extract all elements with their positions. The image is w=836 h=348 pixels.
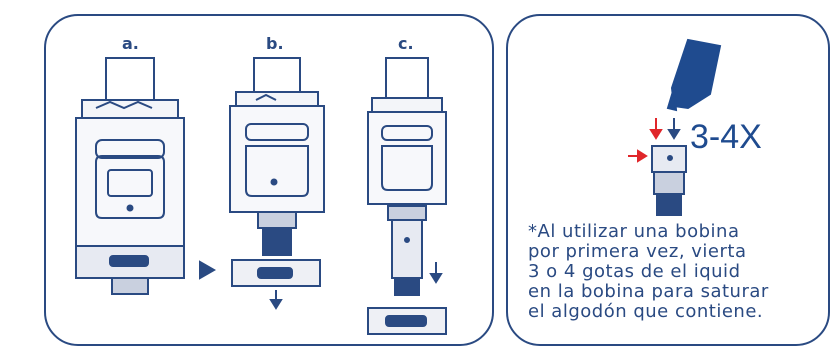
note-line: *Al utilizar una bobina xyxy=(528,222,828,242)
note-line: por primera vez, vierta xyxy=(528,242,828,262)
step-a-arrow-icon xyxy=(200,262,214,278)
note-line: en la bobina para saturar xyxy=(528,282,828,302)
note-line: 3 o 4 gotas de el iquid xyxy=(528,262,828,282)
note-line: el algodón que contiene. xyxy=(528,302,828,322)
drop-count-label: 3-4X xyxy=(690,118,762,157)
step-a-tank-illustration xyxy=(76,58,184,294)
priming-note: *Al utilizar una bobina por primera vez,… xyxy=(528,222,828,322)
coil-illustration xyxy=(652,146,686,216)
e-liquid-bottle-illustration xyxy=(668,40,720,110)
step-c-tank-illustration xyxy=(368,58,446,334)
step-b-tank-illustration xyxy=(230,58,324,308)
